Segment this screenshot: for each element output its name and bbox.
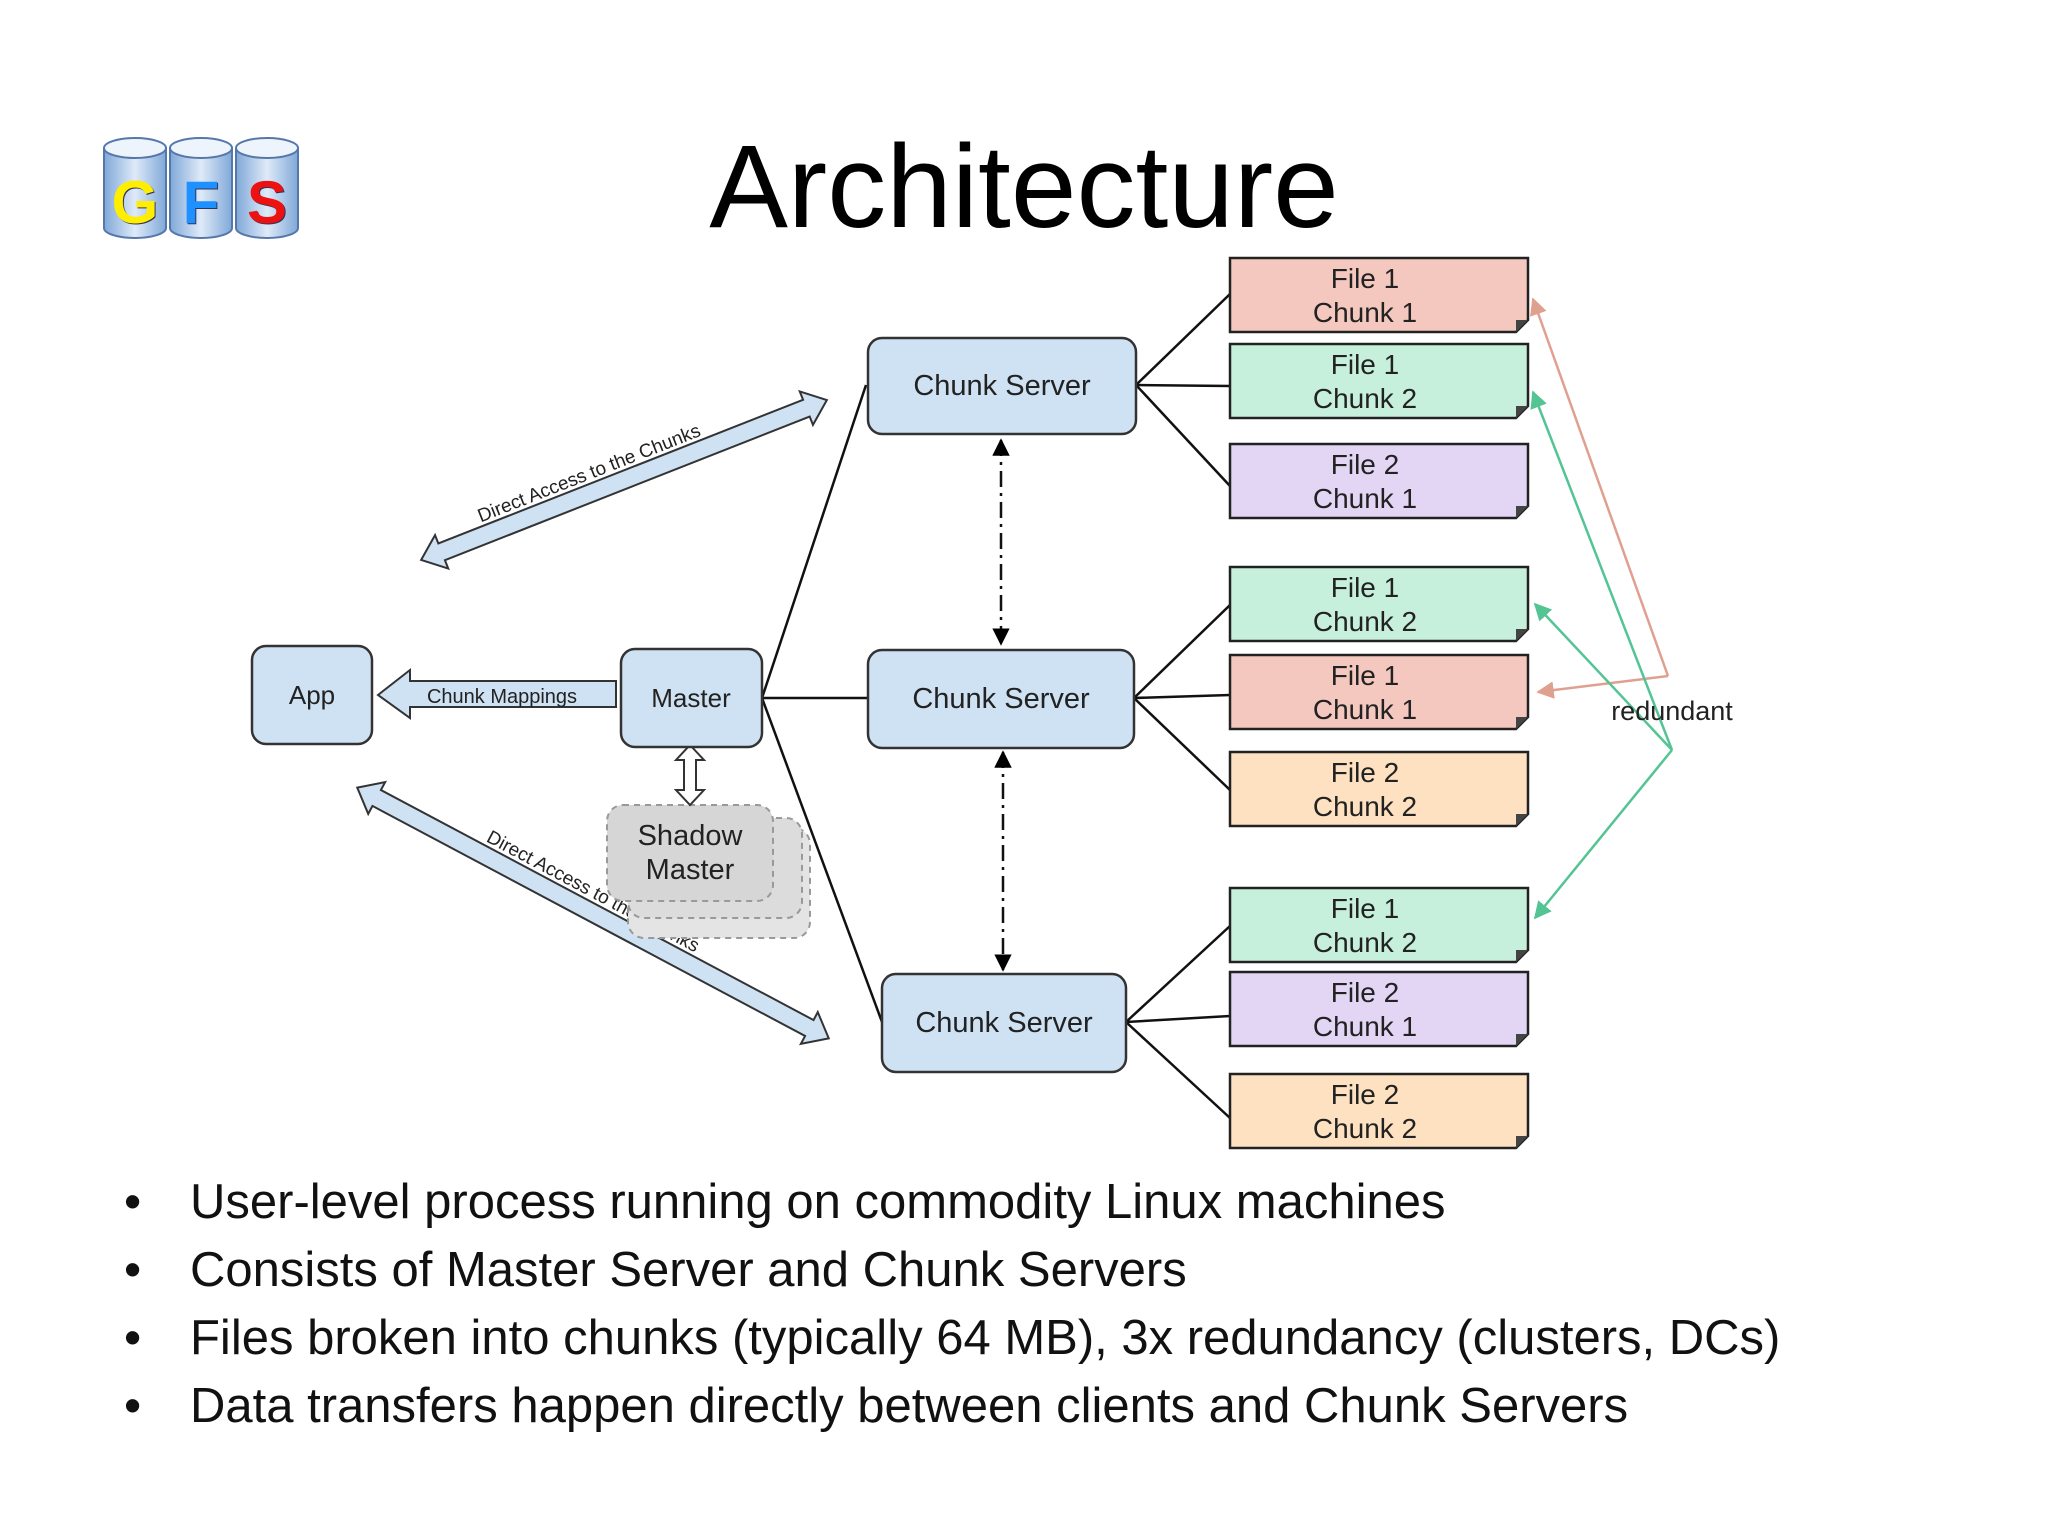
master-label: Master xyxy=(651,683,731,713)
chunk-block-chunk-label: Chunk 2 xyxy=(1313,383,1417,414)
chunk-block-chunk-label: Chunk 2 xyxy=(1313,1113,1417,1144)
chunk-block-chunk-label: Chunk 1 xyxy=(1313,297,1417,328)
app-node: App xyxy=(250,644,374,746)
chunk-block-file-label: File 2 xyxy=(1331,449,1399,480)
chunk-block-chunk-label: Chunk 1 xyxy=(1313,483,1417,514)
database-cylinders-icon xyxy=(103,137,299,239)
chunk-block-chunk-label: Chunk 1 xyxy=(1313,1011,1417,1042)
direct-access-top-label: Direct Access to the Chunks xyxy=(475,420,704,527)
bullet-item: • Consists of Master Server and Chunk Ser… xyxy=(120,1236,1780,1304)
chunk-block-fold xyxy=(1516,406,1528,418)
chunk-server-3: Chunk Server xyxy=(880,972,1128,1074)
chunk-server-1: Chunk Server xyxy=(866,336,1138,436)
redundant-label: redundant xyxy=(1611,696,1733,726)
master-shadow-link xyxy=(673,743,707,807)
chunk-block-chunk-label: Chunk 2 xyxy=(1313,606,1417,637)
logo-letter-f: F xyxy=(182,169,220,236)
bullet-list: • User-level process running on commodity… xyxy=(120,1168,1780,1440)
chunk-server-2: Chunk Server xyxy=(866,648,1136,750)
chunk-block-file-label: File 2 xyxy=(1331,757,1399,788)
chunk-server-3-label: Chunk Server xyxy=(915,1007,1093,1039)
chunk-block-fold xyxy=(1516,320,1528,332)
bullet-text: User-level process running on commodity … xyxy=(190,1175,1446,1229)
chunk-block-fold xyxy=(1516,1136,1528,1148)
shadow-master-label-line2: Master xyxy=(646,854,735,886)
bullet-dot: • xyxy=(124,1175,142,1229)
shadow-master-label-line1: Shadow xyxy=(638,820,744,852)
chunk-block-chunk-label: Chunk 1 xyxy=(1313,694,1417,725)
chunk-block-file-label: File 1 xyxy=(1331,349,1399,380)
shadow-master-stack: Shadow Master xyxy=(606,804,811,939)
bullet-item: • User-level process running on commodity… xyxy=(120,1168,1780,1236)
chunk-server-sync-arrows xyxy=(992,438,1012,972)
bullet-item: • Data transfers happen directly between … xyxy=(120,1372,1780,1440)
chunk-mappings-label: Chunk Mappings xyxy=(427,686,577,708)
logo-letter-g: G xyxy=(111,169,159,236)
bullet-dot: • xyxy=(124,1379,142,1433)
bullet-item: • Files broken into chunks (typically 64 … xyxy=(120,1304,1780,1372)
slide-title: Architecture xyxy=(709,121,1339,253)
chunk-block-fold xyxy=(1516,506,1528,518)
chunk-block-file-label: File 1 xyxy=(1331,572,1399,603)
chunk-mappings-arrow: Chunk Mappings xyxy=(376,667,617,720)
bullet-text: Consists of Master Server and Chunk Serv… xyxy=(190,1243,1187,1297)
chunk-block-chunk-label: Chunk 2 xyxy=(1313,927,1417,958)
gfs-logo: G F S xyxy=(100,132,310,252)
chunk-block-file-label: File 1 xyxy=(1331,893,1399,924)
chunk-block-file-label: File 2 xyxy=(1331,977,1399,1008)
master-node: Master xyxy=(619,647,764,749)
direct-access-top-arrow: Direct Access to the Chunks xyxy=(419,389,829,571)
chunk-block-file-label: File 2 xyxy=(1331,1079,1399,1110)
logo-letter-s: S xyxy=(246,169,288,236)
chunk-block-file-label: File 1 xyxy=(1331,263,1399,294)
bullet-dot: • xyxy=(124,1311,142,1365)
bullet-text: Data transfers happen directly between c… xyxy=(190,1379,1629,1433)
redundancy-arrows xyxy=(1530,297,1674,920)
chunk-block-fold xyxy=(1516,629,1528,641)
bullet-dot: • xyxy=(124,1243,142,1297)
chunk-server-2-label: Chunk Server xyxy=(912,683,1090,715)
app-label: App xyxy=(289,680,335,710)
chunk-block-file-label: File 1 xyxy=(1331,660,1399,691)
chunk-block-fold xyxy=(1516,950,1528,962)
chunk-fanout-lines xyxy=(1125,293,1231,1119)
chunk-server-1-label: Chunk Server xyxy=(913,370,1091,402)
chunk-block-fold xyxy=(1516,717,1528,729)
chunk-block-fold xyxy=(1516,814,1528,826)
chunk-block-chunk-label: Chunk 2 xyxy=(1313,791,1417,822)
master-connections xyxy=(760,384,884,1023)
bullet-text: Files broken into chunks (typically 64 M… xyxy=(190,1311,1781,1365)
chunk-block-fold xyxy=(1516,1034,1528,1046)
